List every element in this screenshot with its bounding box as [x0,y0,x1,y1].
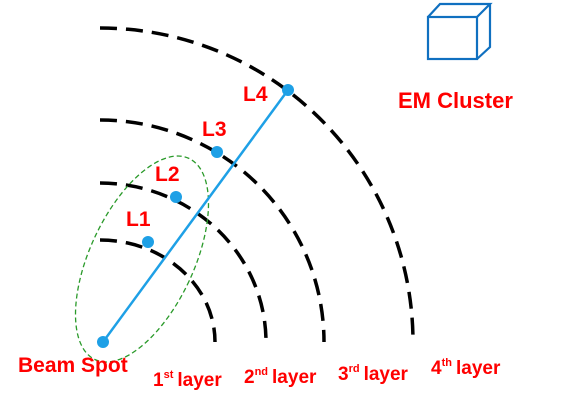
beam-spot-point [97,336,109,348]
hit-label-l4: L4 [243,83,268,106]
hit-point-l1 [142,236,154,248]
hits [97,84,294,348]
layer-arc-4 [99,26,415,343]
hit-point-l2 [170,191,182,203]
em-cluster-cube-icon [426,2,493,61]
layer-arc-2 [99,181,268,343]
hit-label-l1: L1 [126,208,151,231]
beam-spot-label: Beam Spot [18,354,128,377]
seed-ellipse [74,155,210,363]
em-cluster-label: EM Cluster [398,88,513,113]
layer-arc-3 [99,118,326,343]
hit-labels: L1 L2 L3 L4 [126,83,268,231]
hit-label-l2: L2 [155,163,180,186]
hit-point-l3 [211,146,223,158]
detector-layers [99,26,415,343]
hit-point-l4 [282,84,294,96]
track-line [101,89,290,343]
hit-label-l3: L3 [202,118,227,141]
layer-arc-1 [99,238,217,343]
